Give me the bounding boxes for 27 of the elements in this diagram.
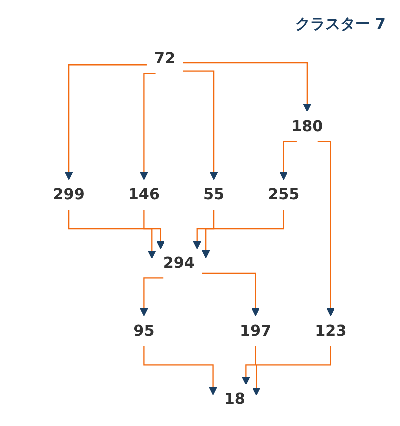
node-text: 197 (240, 322, 272, 340)
arrow (183, 62, 312, 112)
node-text: 18 (224, 390, 246, 408)
arrow (140, 73, 156, 180)
arrow (280, 141, 297, 180)
node-text: 146 (128, 185, 160, 204)
arrow (252, 346, 332, 396)
node-text: 55 (204, 185, 225, 204)
arrow (68, 210, 156, 259)
arrow (242, 346, 256, 386)
arrow (202, 210, 284, 258)
arrow (144, 346, 218, 396)
arrow (183, 70, 218, 180)
node-text: 180 (292, 117, 324, 136)
arrow (64, 64, 147, 180)
node-text: 72 (154, 49, 176, 68)
diagram-title: クラスター 7 (295, 15, 386, 33)
arrow (140, 278, 164, 316)
node-text: 294 (163, 254, 195, 272)
arrow (193, 210, 215, 250)
node-text: 299 (53, 185, 85, 204)
node-text: 123 (315, 322, 347, 340)
arrow (144, 210, 166, 250)
arrow (202, 272, 260, 316)
node-text: 95 (134, 322, 155, 340)
arrow (318, 141, 336, 316)
node-text: 255 (268, 185, 300, 204)
